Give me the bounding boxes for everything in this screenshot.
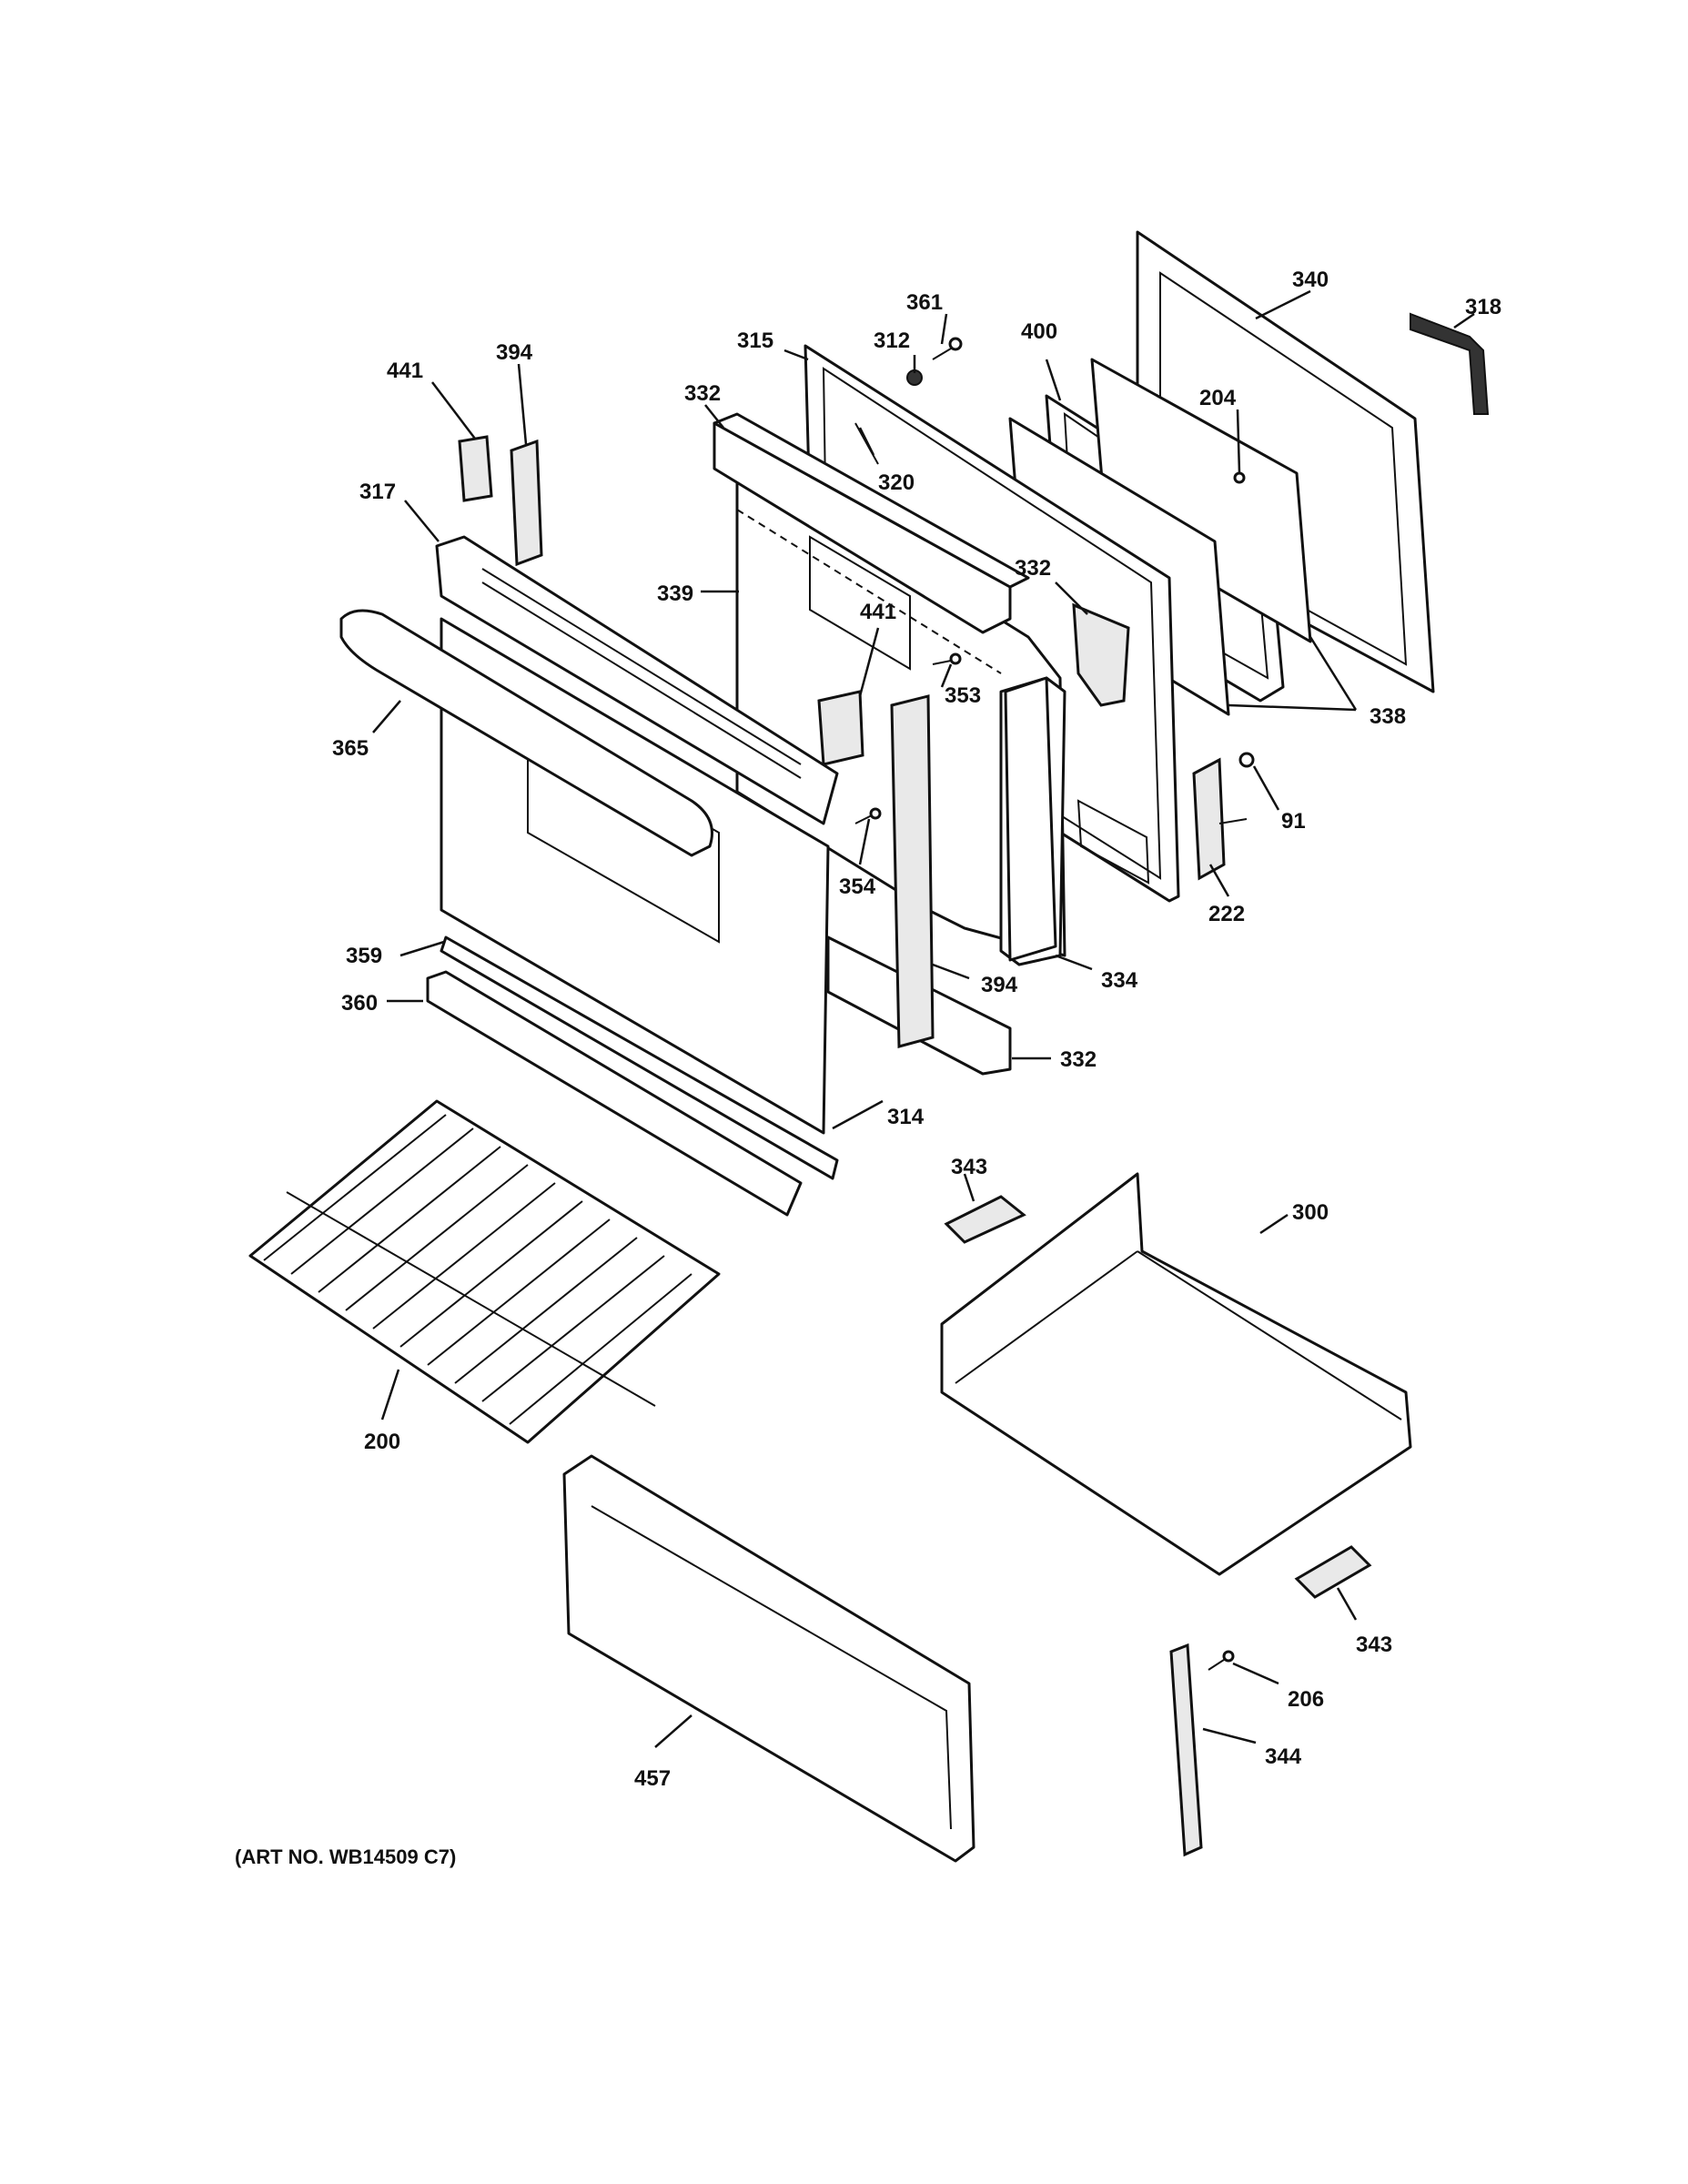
callout-394-top: 394 bbox=[496, 340, 533, 365]
art-number: (ART NO. WB14509 C7) bbox=[235, 1845, 456, 1868]
callout-332-side: 332 bbox=[1015, 556, 1051, 581]
callout-400: 400 bbox=[1021, 319, 1057, 344]
callout-204: 204 bbox=[1199, 386, 1237, 410]
callout-315: 315 bbox=[737, 329, 773, 353]
callout-338: 338 bbox=[1370, 704, 1406, 729]
callout-353: 353 bbox=[945, 683, 981, 708]
callout-300: 300 bbox=[1292, 1200, 1329, 1225]
callout-318: 318 bbox=[1465, 295, 1501, 319]
callout-339: 339 bbox=[657, 581, 693, 606]
part-394-side-trim-left bbox=[510, 439, 543, 567]
callout-441-right: 441 bbox=[860, 600, 896, 624]
part-317-vent-trim bbox=[435, 535, 839, 825]
part-343-glide-top bbox=[944, 1195, 1026, 1244]
callout-361: 361 bbox=[906, 290, 943, 315]
callout-320: 320 bbox=[878, 470, 915, 495]
callout-365: 365 bbox=[332, 736, 369, 761]
part-206-screw bbox=[1208, 1650, 1235, 1671]
part-200-oven-rack bbox=[248, 1099, 721, 1444]
callout-343-bottom: 343 bbox=[1356, 1633, 1392, 1657]
callout-222: 222 bbox=[1208, 902, 1245, 926]
callout-394-bottom: 394 bbox=[981, 973, 1018, 997]
leader-lines bbox=[372, 289, 1475, 1748]
callout-457: 457 bbox=[634, 1766, 671, 1791]
callout-317: 317 bbox=[359, 480, 396, 504]
part-441-bracket-right bbox=[817, 690, 864, 766]
callout-359: 359 bbox=[346, 944, 382, 968]
callout-labels: 340 318 361 400 315 312 204 332 320 441 … bbox=[332, 268, 1501, 1791]
part-344-rail bbox=[1169, 1643, 1203, 1857]
part-332-bracket bbox=[1072, 602, 1130, 707]
callout-312: 312 bbox=[874, 329, 910, 353]
part-222-hinge bbox=[1192, 757, 1248, 881]
part-365-door-handle bbox=[339, 609, 713, 857]
callout-354: 354 bbox=[839, 875, 876, 899]
callout-344: 344 bbox=[1265, 1744, 1302, 1769]
callout-314: 314 bbox=[887, 1105, 925, 1129]
part-359-trim-strip bbox=[440, 935, 839, 1180]
callout-332-bottom: 332 bbox=[1060, 1047, 1097, 1072]
part-360-bottom-vent bbox=[426, 970, 803, 1217]
part-204-screw bbox=[1233, 471, 1246, 484]
part-457-drawer-front bbox=[562, 1454, 975, 1863]
callout-343-top: 343 bbox=[951, 1155, 987, 1179]
part-334-side-insulation bbox=[1004, 676, 1057, 962]
callout-200: 200 bbox=[364, 1430, 400, 1454]
callout-340: 340 bbox=[1292, 268, 1329, 292]
callout-91: 91 bbox=[1281, 809, 1306, 834]
part-361-screw bbox=[932, 337, 963, 360]
callout-360: 360 bbox=[341, 991, 378, 1016]
part-300-storage-drawer bbox=[940, 1172, 1412, 1576]
part-343-glide-bottom bbox=[1294, 1545, 1372, 1599]
part-91-screw bbox=[1238, 752, 1255, 768]
callout-334: 334 bbox=[1101, 968, 1138, 993]
callout-441-left: 441 bbox=[387, 359, 423, 383]
part-394-side-trim-right bbox=[890, 694, 935, 1048]
part-354-screw bbox=[854, 807, 882, 824]
part-353-screw bbox=[932, 652, 962, 665]
callout-332-top: 332 bbox=[684, 381, 721, 406]
part-441-bracket-left bbox=[458, 435, 493, 502]
part-332-insulation-block-top bbox=[713, 412, 1030, 634]
callout-206: 206 bbox=[1288, 1687, 1324, 1712]
part-318-gasket bbox=[1410, 312, 1490, 415]
